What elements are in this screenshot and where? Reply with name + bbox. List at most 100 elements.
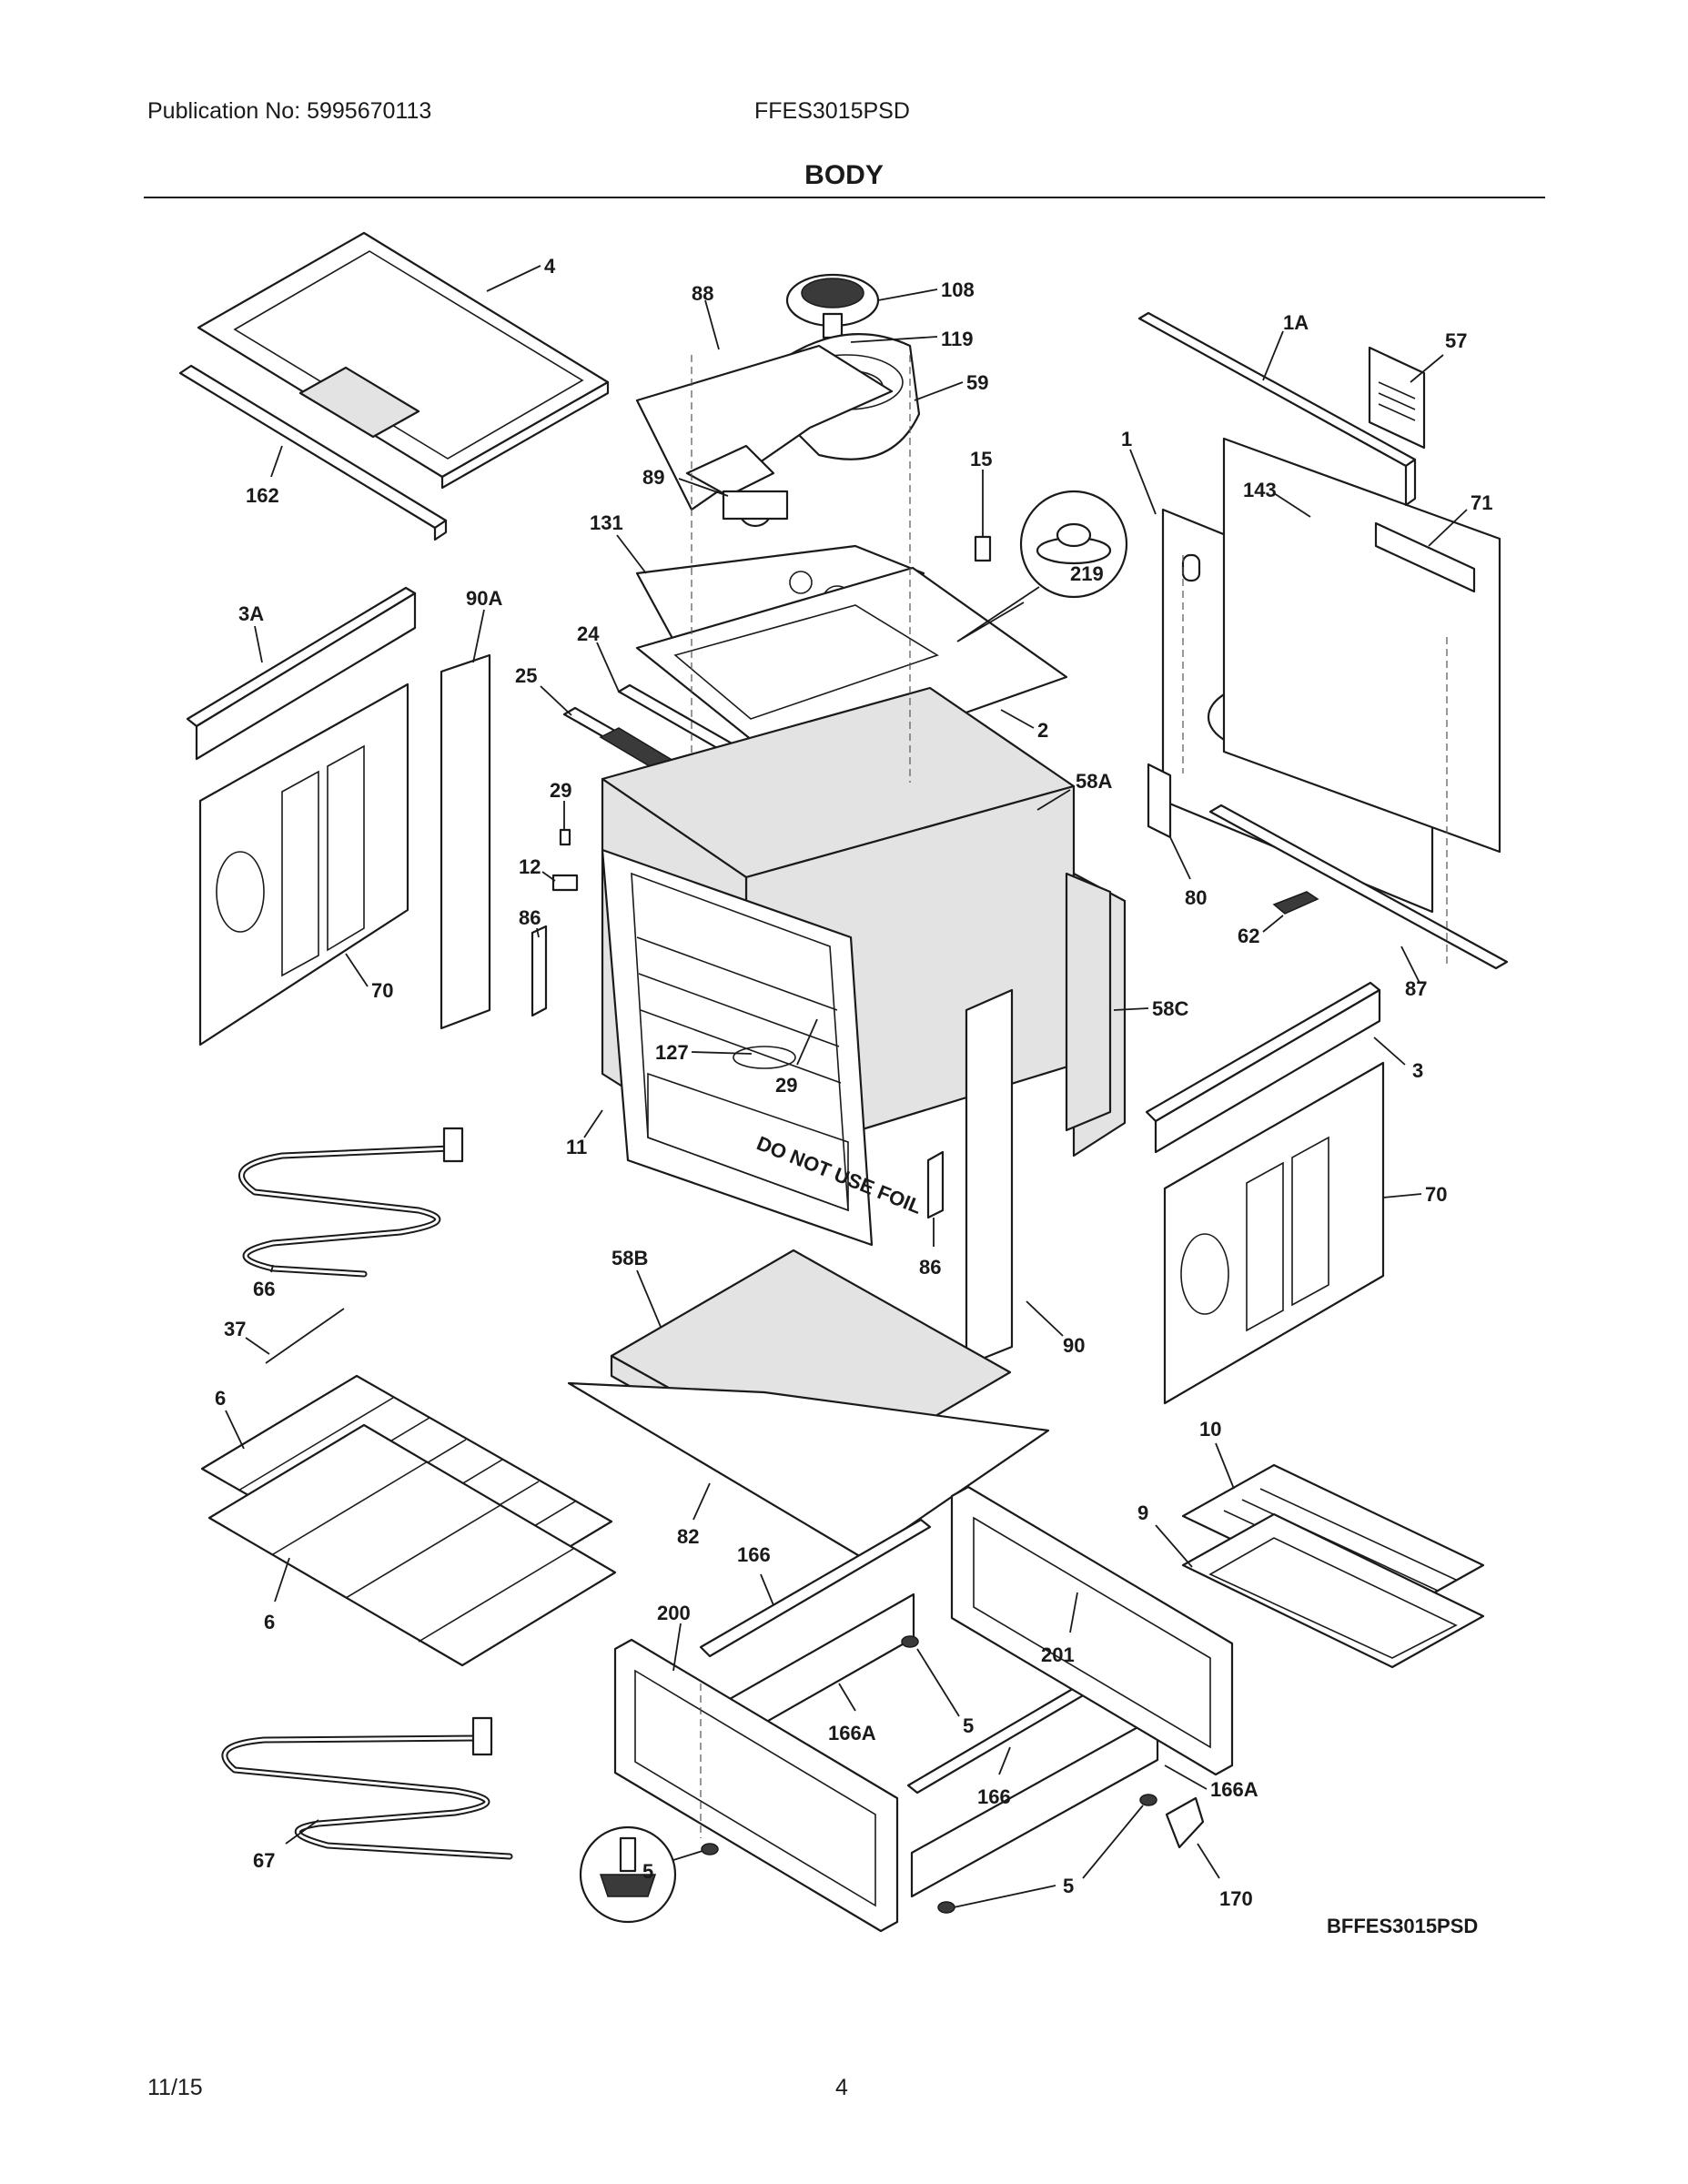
svg-text:86: 86 (519, 906, 541, 929)
svg-text:80: 80 (1185, 886, 1207, 909)
svg-text:70: 70 (371, 979, 393, 1002)
callout-58B: 58B (612, 1247, 662, 1328)
part-terminal-block (1272, 891, 1319, 915)
part-hinge-bracket-left (531, 925, 548, 1017)
svg-text:58B: 58B (612, 1247, 648, 1269)
callout-67: 67 (253, 1819, 319, 1872)
part-bake-element (221, 1716, 513, 1860)
svg-text:29: 29 (775, 1074, 797, 1097)
part-oven-rack-lower (207, 1423, 617, 1667)
callout-29-lower: 29 (775, 1018, 818, 1097)
svg-text:59: 59 (966, 371, 988, 394)
svg-text:170: 170 (1219, 1887, 1253, 1910)
svg-text:24: 24 (577, 622, 600, 645)
part-broiler-pan (1181, 1512, 1485, 1669)
callout-15: 15 (970, 448, 992, 491)
part-drawer-rail-left (699, 1518, 932, 1658)
part-door-hinge-receiver (551, 874, 579, 892)
callout-166-left: 166 (737, 1543, 774, 1606)
callout-119: 119 (850, 328, 974, 350)
part-left-side-panel (198, 682, 409, 1046)
part-vent-grille (1368, 346, 1426, 450)
part-oven-top (635, 566, 1068, 775)
part-right-side-panel (1163, 1061, 1385, 1405)
part-bottom-support (567, 1381, 1050, 1560)
part-convection-motor (785, 273, 880, 339)
callout-1: 1 (1121, 428, 1157, 515)
svg-text:11: 11 (566, 1136, 587, 1158)
svg-text:58A: 58A (1076, 770, 1112, 793)
callout-5-center: 5 (916, 1648, 974, 1737)
svg-text:62: 62 (1238, 925, 1259, 947)
callout-66: 66 (253, 1264, 275, 1300)
callout-131: 131 (590, 511, 647, 574)
part-top-panel (197, 231, 610, 490)
callout-37: 37 (224, 1318, 270, 1355)
part-rear-rail (178, 364, 448, 541)
body-exploded-diagram: DO NOT USE FOIL (178, 231, 1509, 1937)
assembly-guides (691, 355, 1448, 1838)
callout-162: 162 (246, 445, 283, 507)
part-drawer-frame-rear (950, 1485, 1234, 1776)
svg-text:166: 166 (737, 1543, 771, 1566)
callout-219: 219 (1070, 562, 1104, 585)
part-hinge-bracket-right (926, 1150, 945, 1219)
callout-166A-left: 166A (828, 1683, 876, 1744)
svg-text:219: 219 (1070, 562, 1104, 585)
svg-text:90: 90 (1063, 1334, 1085, 1357)
svg-text:201: 201 (1041, 1643, 1075, 1666)
svg-text:67: 67 (253, 1849, 275, 1872)
page-title: BODY (804, 160, 884, 190)
callout-201: 201 (1041, 1592, 1078, 1666)
part-lower-rear-rail (1208, 804, 1509, 970)
callout-6-upper: 6 (215, 1387, 245, 1450)
callout-58C: 58C (1113, 997, 1188, 1020)
callout-86-right: 86 (919, 1218, 941, 1279)
part-drawer-frame-front (613, 1638, 899, 1933)
callout-5-right: 5 (953, 1805, 1144, 1908)
svg-text:5: 5 (642, 1860, 653, 1883)
header-divider (144, 197, 1545, 198)
svg-text:15: 15 (970, 448, 992, 470)
svg-text:9: 9 (1137, 1502, 1148, 1524)
part-broil-element (238, 1127, 464, 1278)
callout-143: 143 (1243, 479, 1311, 518)
svg-text:6: 6 (264, 1611, 275, 1633)
part-rear-cover (1222, 437, 1501, 854)
part-anti-tip-bracket (1165, 1796, 1205, 1849)
svg-text:37: 37 (224, 1318, 246, 1340)
callout-166A-right: 166A (1164, 1764, 1258, 1801)
callout-166-right: 166 (977, 1746, 1011, 1808)
callout-57: 57 (1410, 329, 1467, 383)
callout-12: 12 (519, 855, 556, 882)
svg-text:3: 3 (1412, 1059, 1423, 1082)
part-drawer-support-right (910, 1714, 1159, 1898)
part-right-side-rail (1145, 981, 1381, 1154)
callout-71: 71 (1428, 491, 1492, 547)
svg-text:4: 4 (544, 255, 556, 278)
callout-88: 88 (692, 282, 720, 350)
part-thermal-switch-detail (956, 490, 1128, 642)
callout-90: 90 (1026, 1300, 1085, 1357)
callout-87: 87 (1400, 945, 1427, 1000)
part-leveling-leg (701, 1635, 1157, 1914)
svg-text:82: 82 (677, 1525, 699, 1548)
footer-date: 11/15 (147, 2075, 203, 2100)
callout-24: 24 (577, 622, 620, 693)
page-number: 4 (835, 2075, 848, 2100)
callout-58A: 58A (1036, 770, 1112, 811)
part-limit-sensor (974, 491, 992, 562)
svg-text:58C: 58C (1152, 997, 1188, 1020)
callout-170: 170 (1197, 1843, 1253, 1910)
svg-text:166A: 166A (1210, 1778, 1258, 1801)
svg-text:166A: 166A (828, 1722, 876, 1744)
svg-text:2: 2 (1037, 719, 1048, 742)
svg-text:200: 200 (657, 1602, 691, 1624)
svg-text:1: 1 (1121, 428, 1132, 450)
callout-25: 25 (515, 664, 572, 716)
callout-108: 108 (877, 278, 975, 301)
svg-text:29: 29 (550, 779, 571, 802)
svg-text:3A: 3A (238, 602, 264, 625)
svg-text:119: 119 (941, 328, 974, 350)
svg-text:12: 12 (519, 855, 541, 878)
